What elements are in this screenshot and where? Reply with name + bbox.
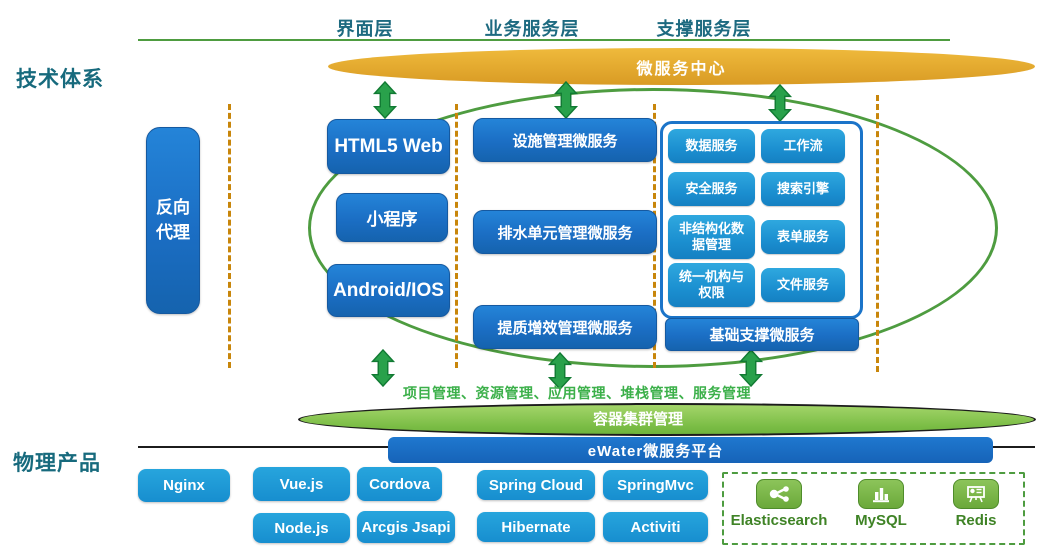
interface-box-android-ios: Android/IOS (327, 264, 450, 317)
header-underline (138, 39, 950, 41)
cluster-icon (756, 479, 802, 509)
support-box-org-auth: 统一机构与权限 (668, 263, 755, 307)
container-cluster-label: 容器集群管理 (592, 411, 683, 428)
product-label: Redis (955, 512, 997, 529)
dashed-guide-4 (876, 95, 879, 372)
layer-title-business: 业务服务层 (484, 19, 580, 39)
platform-bar: eWater微服务平台 (388, 437, 993, 463)
product-box-hibernate: Hibernate (477, 512, 595, 542)
layer-title-support: 支撑服务层 (656, 19, 752, 39)
section-title-physical: 物理产品 (13, 452, 101, 475)
reverse-proxy-line1: 反向 (156, 197, 190, 217)
base-support-box: 基础支撑微服务 (665, 318, 859, 351)
support-box-unstructured: 非结构化数据管理 (668, 215, 755, 259)
product-elasticsearch: Elasticsearch (725, 479, 833, 529)
interface-box-html5web: HTML5 Web (327, 119, 450, 174)
business-box-quality: 提质增效管理微服务 (473, 305, 657, 349)
product-label: Elasticsearch (730, 512, 828, 529)
reverse-proxy-box: 反向 代理 (146, 127, 200, 314)
product-mysql: MySQL (845, 479, 917, 529)
double-arrow-icon (370, 349, 396, 387)
product-box-vuejs: Vue.js (253, 467, 350, 501)
business-box-drainage: 排水单元管理微服务 (473, 210, 657, 254)
dashed-guide-1 (228, 104, 231, 368)
dashed-guide-2 (455, 104, 458, 368)
product-box-cordova: Cordova (357, 467, 442, 501)
support-box-form: 表单服务 (761, 220, 845, 254)
container-mgmt-caption: 项目管理、资源管理、应用管理、堆栈管理、服务管理 (403, 385, 751, 401)
product-label: MySQL (855, 512, 907, 529)
support-box-data-service: 数据服务 (668, 129, 755, 163)
baseline-right (993, 446, 1035, 448)
product-box-activiti: Activiti (603, 512, 708, 542)
product-box-arcgis: Arcgis Jsapi (357, 511, 455, 543)
double-arrow-icon (553, 81, 579, 119)
section-title-tech: 技术体系 (16, 68, 104, 91)
product-box-springcloud: Spring Cloud (477, 470, 595, 500)
product-box-springmvc: SpringMvc (603, 470, 708, 500)
bar-chart-icon (858, 479, 904, 509)
layer-title-interface: 界面层 (336, 19, 394, 39)
reverse-proxy-line2: 代理 (156, 222, 190, 242)
data-products-group (722, 472, 1025, 545)
support-box-search: 搜索引擎 (761, 172, 845, 206)
baseline-left (138, 446, 390, 448)
product-box-nodejs: Node.js (253, 513, 350, 543)
product-redis: Redis (944, 479, 1008, 529)
double-arrow-icon (547, 352, 573, 390)
double-arrow-icon (372, 81, 398, 119)
microservice-center-ellipse: 微服务中心 (328, 48, 1035, 85)
business-box-facility: 设施管理微服务 (473, 118, 657, 162)
product-box-nginx: Nginx (138, 469, 230, 502)
support-box-security: 安全服务 (668, 172, 755, 206)
double-arrow-icon (738, 349, 764, 387)
support-box-file: 文件服务 (761, 268, 845, 302)
microservice-center-label: 微服务中心 (636, 60, 727, 78)
interface-box-miniprogram: 小程序 (336, 193, 448, 242)
container-cluster-ellipse (298, 403, 1036, 436)
whiteboard-icon (953, 479, 999, 509)
double-arrow-icon (767, 84, 793, 122)
support-box-workflow: 工作流 (761, 129, 845, 163)
